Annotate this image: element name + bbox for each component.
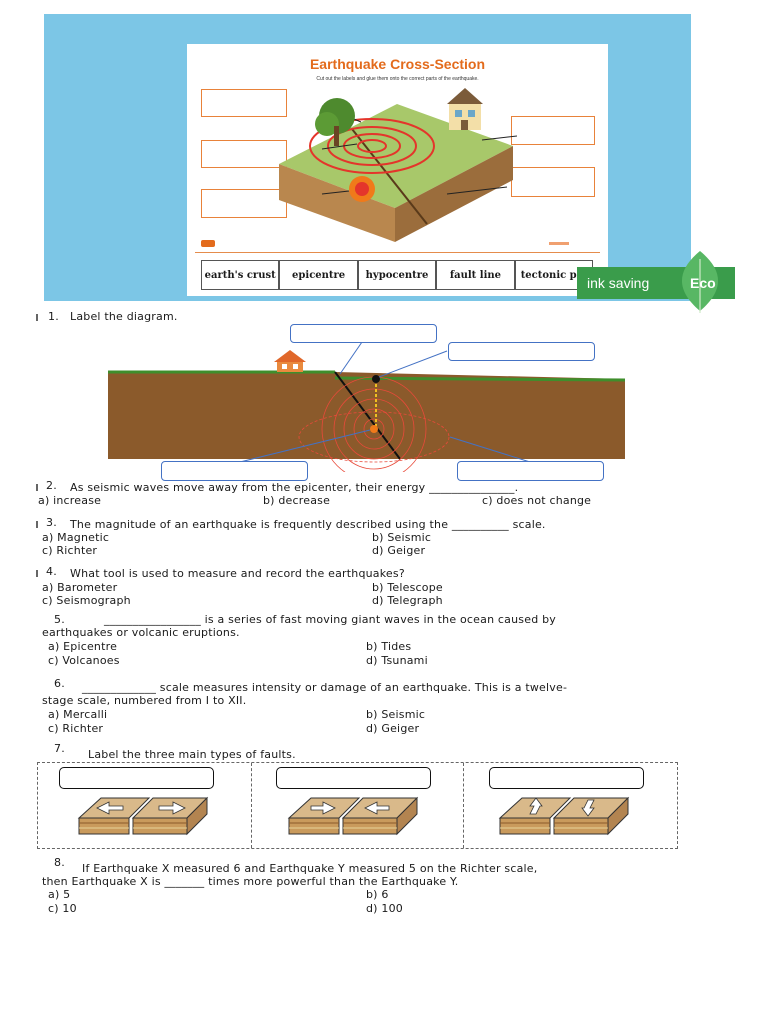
question-8-number: 8. <box>54 856 65 869</box>
normal-fault-icon <box>77 796 209 836</box>
question-3-number: 3. <box>46 516 57 529</box>
question-8-option: a) 5 <box>48 888 71 901</box>
cut-label-box <box>201 140 287 168</box>
cut-label-box <box>201 89 287 117</box>
earthquake-block-illustration <box>279 88 517 242</box>
leaf-icon <box>681 251 719 313</box>
card-title: Earthquake Cross-Section <box>309 56 486 72</box>
cut-label-box <box>201 189 287 218</box>
worksheet-banner: Earthquake Cross-Section Cut out the lab… <box>44 14 735 313</box>
question-5-text: _________________ is a series of fast mo… <box>104 613 556 626</box>
publisher-logo <box>549 242 569 245</box>
fault-label-box[interactable] <box>489 767 644 789</box>
footer-rule <box>195 252 600 253</box>
eco-badge: ink saving Eco <box>577 251 735 313</box>
diagram-answer-box[interactable] <box>448 342 595 361</box>
question-6-text-cont: stage scale, numbered from I to XII. <box>42 694 247 707</box>
word-bank-item: earth's crust <box>201 260 280 290</box>
question-2-text: As seismic waves move away from the epic… <box>70 481 519 494</box>
question-3-option: a) Magnetic <box>42 531 110 544</box>
question-6-option: c) Richter <box>48 722 104 735</box>
question-4-option: b) Telescope <box>372 581 443 594</box>
reverse-fault-icon <box>287 796 419 836</box>
margin-mark <box>36 521 38 528</box>
question-4-text: What tool is used to measure and record … <box>70 567 405 580</box>
question-1-text: Label the diagram. <box>70 310 178 323</box>
question-2-option: b) decrease <box>263 494 331 507</box>
cut-label-box <box>511 116 595 145</box>
fault-label-box[interactable] <box>276 767 431 789</box>
publisher-logo <box>201 240 215 247</box>
eco-word: Eco <box>690 275 716 291</box>
eco-label: ink saving <box>587 275 650 291</box>
question-8-text-cont: then Earthquake X is _______ times more … <box>42 875 459 888</box>
question-6-option: d) Geiger <box>366 722 420 735</box>
word-bank: earth's crust epicentre hypocentre fault… <box>201 260 594 290</box>
question-4-option: d) Telegraph <box>372 594 443 607</box>
question-5-option: d) Tsunami <box>366 654 428 667</box>
question-6-number: 6. <box>54 677 65 690</box>
question-2-number: 2. <box>46 479 57 492</box>
word-bank-item: epicentre <box>279 260 358 290</box>
question-4-option: c) Seismograph <box>42 594 131 607</box>
margin-mark <box>36 570 38 577</box>
panel-divider <box>463 763 464 848</box>
question-6-text: _____________ scale measures intensity o… <box>82 681 568 694</box>
question-3-option: b) Seismic <box>372 531 432 544</box>
question-6-option: a) Mercalli <box>48 708 108 721</box>
diagram-answer-box[interactable] <box>290 324 437 343</box>
question-3-option: d) Geiger <box>372 544 426 557</box>
cross-section-card: Earthquake Cross-Section Cut out the lab… <box>187 44 608 296</box>
question-1-number: 1. <box>48 310 59 323</box>
question-7-number: 7. <box>54 742 65 755</box>
diagram-answer-box[interactable] <box>161 461 308 481</box>
question-5-text-cont: earthquakes or volcanic eruptions. <box>42 626 240 639</box>
question-5-option: b) Tides <box>366 640 412 653</box>
question-2-option: a) increase <box>38 494 102 507</box>
word-bank-item: fault line <box>436 260 515 290</box>
panel-divider <box>251 763 252 848</box>
question-7-text: Label the three main types of faults. <box>88 748 296 761</box>
question-5-number: 5. <box>54 613 65 626</box>
question-5-option: a) Epicentre <box>48 640 118 653</box>
word-bank-item: hypocentre <box>357 260 437 290</box>
margin-mark <box>36 484 38 491</box>
question-8-text: If Earthquake X measured 6 and Earthquak… <box>82 862 538 875</box>
question-3-option: c) Richter <box>42 544 98 557</box>
question-8-option: d) 100 <box>366 902 403 915</box>
diagram-answer-box[interactable] <box>457 461 604 481</box>
fault-label-box[interactable] <box>59 767 214 789</box>
cut-label-box <box>511 167 595 197</box>
question-3-text: The magnitude of an earthquake is freque… <box>70 518 546 531</box>
question-6-option: b) Seismic <box>366 708 426 721</box>
question-8-option: c) 10 <box>48 902 77 915</box>
question-4-option: a) Barometer <box>42 581 118 594</box>
question-2-option: c) does not change <box>482 494 592 507</box>
fault-types-panel <box>37 762 678 849</box>
margin-mark <box>36 314 38 321</box>
question-4-number: 4. <box>46 565 57 578</box>
card-subtitle: Cut out the labels and glue them onto th… <box>316 76 479 82</box>
question-5-option: c) Volcanoes <box>48 654 120 667</box>
fault-cross-section-diagram <box>108 341 626 472</box>
question-8-option: b) 6 <box>366 888 389 901</box>
strike-slip-fault-icon <box>498 796 630 836</box>
